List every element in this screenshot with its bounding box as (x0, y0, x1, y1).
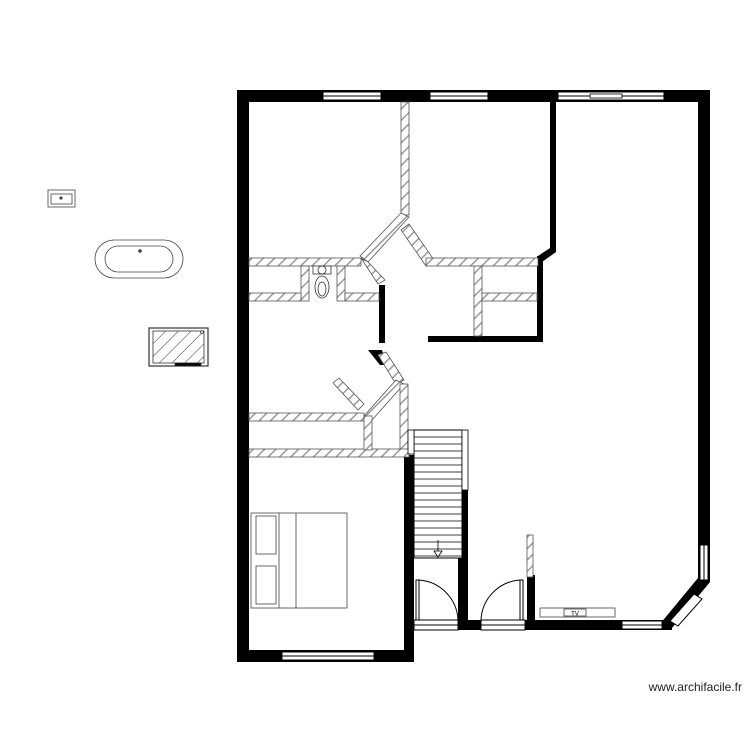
partition-bath-top (248, 412, 365, 422)
tv-label: TV (571, 612, 579, 618)
interior-wall-vertical-mid (537, 256, 543, 341)
partition-hall-diag-1 (377, 351, 405, 385)
partition-bedroom-left-bottom (248, 257, 362, 267)
doors (413, 579, 526, 631)
partition-diag-left (359, 212, 410, 263)
toilet-icon (312, 265, 332, 299)
partition-bath-bottom (248, 448, 410, 458)
partition-bedroom-right-bottom (425, 257, 539, 267)
partition-closet-left-bottom (248, 292, 302, 302)
partition-closet-right-v1 (473, 265, 483, 337)
exterior-wall-right (698, 90, 710, 582)
partition-hall-diag-2 (363, 379, 405, 421)
partition-wc-right (336, 265, 346, 302)
watermark-text: www.archifacile.fr (648, 680, 742, 694)
partition-closet-right-h (481, 292, 538, 302)
exterior-wall-bottom-entrance (404, 620, 672, 630)
sink-icon (47, 189, 76, 208)
partition-diag-wc (360, 257, 386, 285)
exterior-wall-bedroom-right (404, 455, 414, 662)
partition-closet-mid-bottom (344, 292, 380, 302)
partition-bath-right (363, 415, 373, 451)
window-bay (669, 593, 703, 627)
door-stair (413, 579, 459, 631)
partitions (248, 101, 539, 578)
partition-wc-left (300, 265, 310, 302)
window-top-1 (322, 91, 382, 101)
interior-walls (368, 102, 556, 365)
tv-unit-icon: TV (539, 607, 616, 618)
interior-wall-vertical-upper (550, 102, 556, 252)
partition-top-center (400, 101, 410, 216)
window-bottom-right (621, 620, 663, 630)
bathtub-icon (94, 239, 184, 279)
stair-wall-right (458, 430, 468, 630)
window-bottom-bedroom (281, 651, 375, 661)
interior-wall-hall (379, 285, 385, 343)
double-bed-icon (250, 512, 348, 609)
window-top-3 (557, 91, 665, 101)
windows (281, 91, 709, 661)
bay-wall-diagonal (660, 578, 710, 628)
partition-hall-diag-3 (332, 377, 365, 411)
partition-hall-vertical (399, 383, 409, 457)
interior-wall-horizontal-mid (428, 336, 543, 342)
shower-tray-icon (148, 327, 209, 367)
living-wall-lower (527, 575, 535, 630)
window-right (699, 544, 709, 581)
partition-entrance-stub (526, 534, 534, 578)
exterior-wall-left (237, 90, 249, 662)
window-top-2 (429, 91, 489, 101)
door-entrance (480, 579, 526, 631)
staircase (407, 429, 469, 559)
